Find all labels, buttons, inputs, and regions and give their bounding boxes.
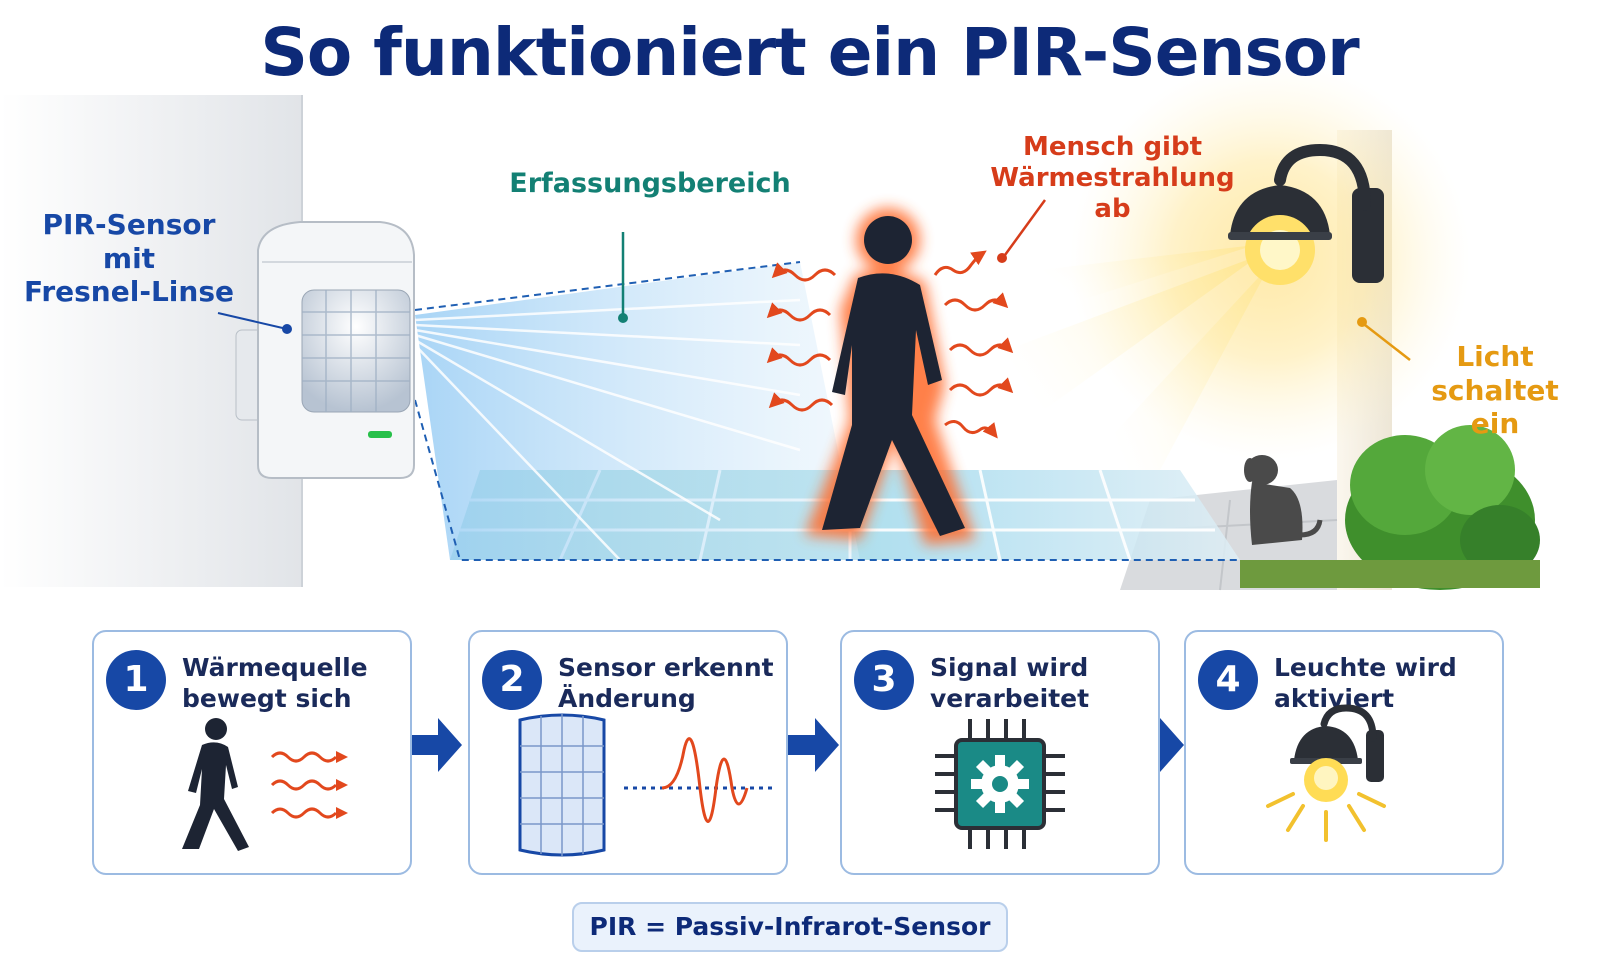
label-line: Licht (1456, 340, 1534, 373)
pir-sensor-device (235, 221, 415, 479)
pir-definition-badge: PIR = Passiv-Infrarot-Sensor (572, 902, 1008, 952)
label-line: Wärmestrahlung ab (990, 163, 1235, 225)
processor-chip-icon (935, 719, 1065, 849)
step-number: 2 (482, 650, 542, 710)
step-text: Signal wird verarbeitet (930, 652, 1155, 715)
step-text: Leuchte wird aktiviert (1274, 652, 1499, 715)
label-heat-radiation: Mensch gibt Wärmestrahlung ab (985, 132, 1240, 226)
wall-lamp (1228, 143, 1384, 285)
step-card-3: 3 Signal wird verarbeitet (840, 630, 1160, 875)
gear-icon (971, 755, 1029, 813)
step-number: 1 (106, 650, 166, 710)
label-detection-area: Erfassungsbereich (509, 168, 791, 199)
step-text-line: bewegt sich (182, 684, 352, 714)
label-line: PIR-Sensor (42, 208, 216, 241)
step-text-line: verarbeitet (930, 684, 1090, 714)
step-text-line: Änderung (558, 684, 696, 714)
step-text-line: Leuchte wird (1274, 653, 1457, 682)
step-number: 3 (854, 650, 914, 710)
step-text: Sensor erkennt Änderung (558, 652, 783, 715)
lamp-icon (1266, 704, 1386, 842)
step-card-2: 2 Sensor erkennt Änderung (468, 630, 788, 875)
step-number: 4 (1198, 650, 1258, 710)
step-text-line: Signal wird (930, 653, 1089, 682)
dog (1244, 455, 1323, 545)
step-card-4: 4 Leuchte wird aktiviert (1184, 630, 1504, 875)
label-line: schaltet ein (1431, 373, 1559, 441)
walking-person-heat (805, 208, 975, 545)
step-card-1: 1 Wärmequelle bewegt sich (92, 630, 412, 875)
walking-person-icon (182, 718, 348, 851)
bush (1240, 425, 1540, 590)
detection-beams (415, 262, 860, 560)
label-line: Mensch gibt (1022, 132, 1203, 162)
step-text-line: Wärmequelle (182, 653, 368, 682)
step-text: Wärmequelle bewegt sich (182, 652, 407, 715)
label-line: mit (102, 241, 156, 275)
label-pir-sensor: PIR-Sensor mit Fresnel-Linse (18, 208, 240, 309)
label-light-on: Licht schaltet ein (1405, 340, 1585, 441)
fresnel-lens-signal-icon (518, 713, 774, 857)
step-text-line: Sensor erkennt (558, 653, 774, 682)
label-line: Fresnel-Linse (24, 275, 234, 309)
page-title: So funktioniert ein PIR-Sensor (260, 14, 1359, 91)
